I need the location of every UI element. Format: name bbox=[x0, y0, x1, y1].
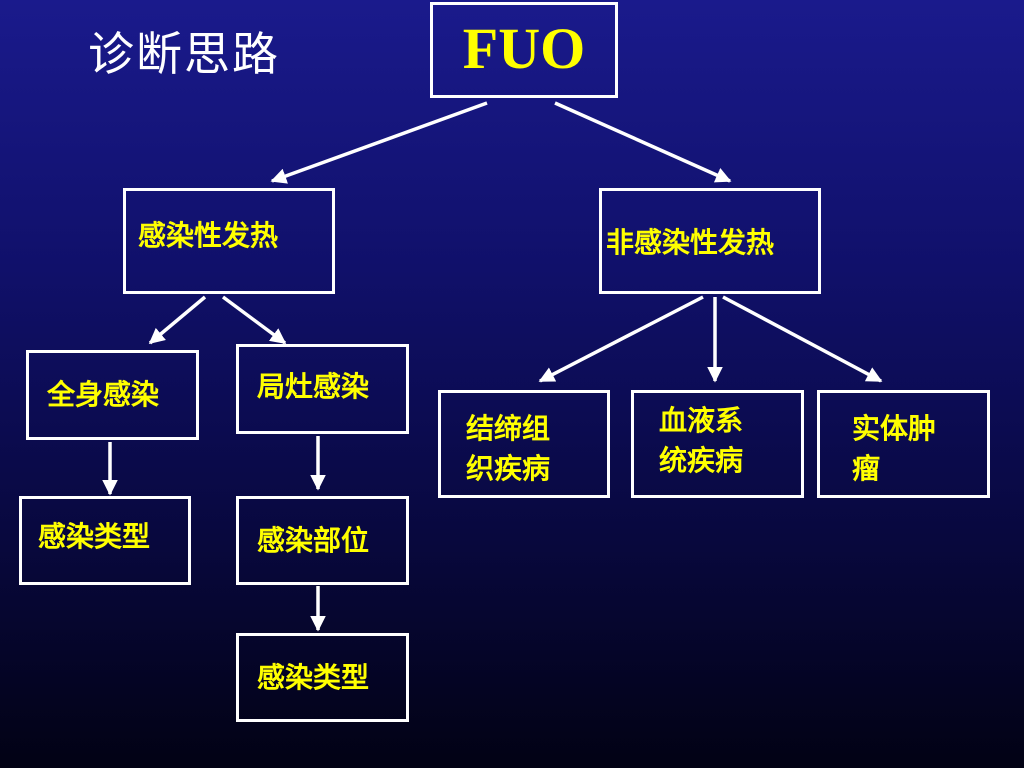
blood-system-line-1: 血液系 bbox=[659, 404, 744, 437]
infectious-fever-label: 感染性发热 bbox=[138, 219, 279, 252]
connective-tissue-line-2: 织疾病 bbox=[466, 452, 551, 485]
arrow-infectious-to-local bbox=[221, 295, 287, 345]
blood-system-disease-box: 血液系 统疾病 bbox=[631, 390, 804, 498]
infection-type-label-systemic: 感染类型 bbox=[38, 520, 151, 553]
fuo-root-label: FUO bbox=[462, 16, 586, 81]
local-infection-box: 局灶感染 bbox=[236, 344, 409, 434]
connective-tissue-disease-box: 结缔组 织疾病 bbox=[438, 390, 610, 498]
systemic-infection-box: 全身感染 bbox=[26, 350, 199, 440]
infection-type-label-local: 感染类型 bbox=[257, 661, 370, 694]
arrow-noninfectious-to-tumor bbox=[722, 295, 883, 383]
infection-site-label: 感染部位 bbox=[257, 524, 370, 557]
arrow-infectious-to-systemic bbox=[148, 295, 207, 345]
arrow-noninfectious-to-connective bbox=[538, 295, 704, 383]
blood-system-line-2: 统疾病 bbox=[659, 444, 744, 477]
solid-tumor-box: 实体肿 瘤 bbox=[817, 390, 990, 498]
solid-tumor-line-1: 实体肿 bbox=[852, 412, 937, 445]
noninfectious-fever-box: 非感染性发热 bbox=[599, 188, 821, 294]
fuo-root-box: FUO bbox=[430, 2, 618, 98]
infection-type-box-systemic: 感染类型 bbox=[19, 496, 191, 585]
infection-site-box: 感染部位 bbox=[236, 496, 409, 585]
infectious-fever-box: 感染性发热 bbox=[123, 188, 335, 294]
arrow-fuo-to-noninfectious bbox=[554, 101, 732, 183]
infection-type-box-local: 感染类型 bbox=[236, 633, 409, 722]
systemic-infection-label: 全身感染 bbox=[47, 378, 160, 411]
arrow-fuo-to-infectious bbox=[270, 101, 488, 184]
noninfectious-fever-label: 非感染性发热 bbox=[606, 226, 775, 259]
solid-tumor-line-2: 瘤 bbox=[852, 452, 881, 485]
slide-title: 诊断思路 bbox=[88, 27, 280, 81]
local-infection-label: 局灶感染 bbox=[257, 370, 370, 403]
connective-tissue-line-1: 结缔组 bbox=[466, 412, 551, 445]
